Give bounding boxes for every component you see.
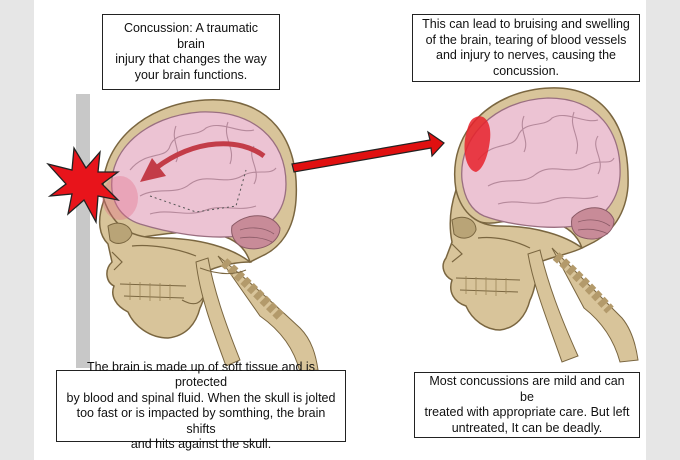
mechanism-caption: The brain is made up of soft tissue and …: [56, 360, 346, 451]
brain-shift-arrow: [140, 141, 266, 182]
wall: [76, 94, 90, 368]
left-brain: [102, 111, 287, 250]
definition-caption: Concussion: A traumatic brain injury tha…: [102, 14, 280, 90]
mechanism-text: The brain is made up of soft tissue and …: [66, 359, 336, 452]
outcome-caption: Most concussions are mild and can be tre…: [414, 372, 640, 438]
outcome-text: Most concussions are mild and can be tre…: [424, 374, 630, 435]
impact-star-icon: [46, 145, 120, 225]
right-spine: [527, 247, 639, 363]
transition-arrow: [291, 130, 445, 173]
bruise-area: [464, 116, 491, 172]
consequences-caption: This can lead to bruising and swelling o…: [412, 14, 640, 82]
left-spine: [195, 255, 319, 373]
consequences-text: This can lead to bruising and swelling o…: [422, 17, 630, 78]
definition-text: Concussion: A traumatic brain injury tha…: [115, 21, 267, 82]
right-brain: [461, 97, 621, 240]
